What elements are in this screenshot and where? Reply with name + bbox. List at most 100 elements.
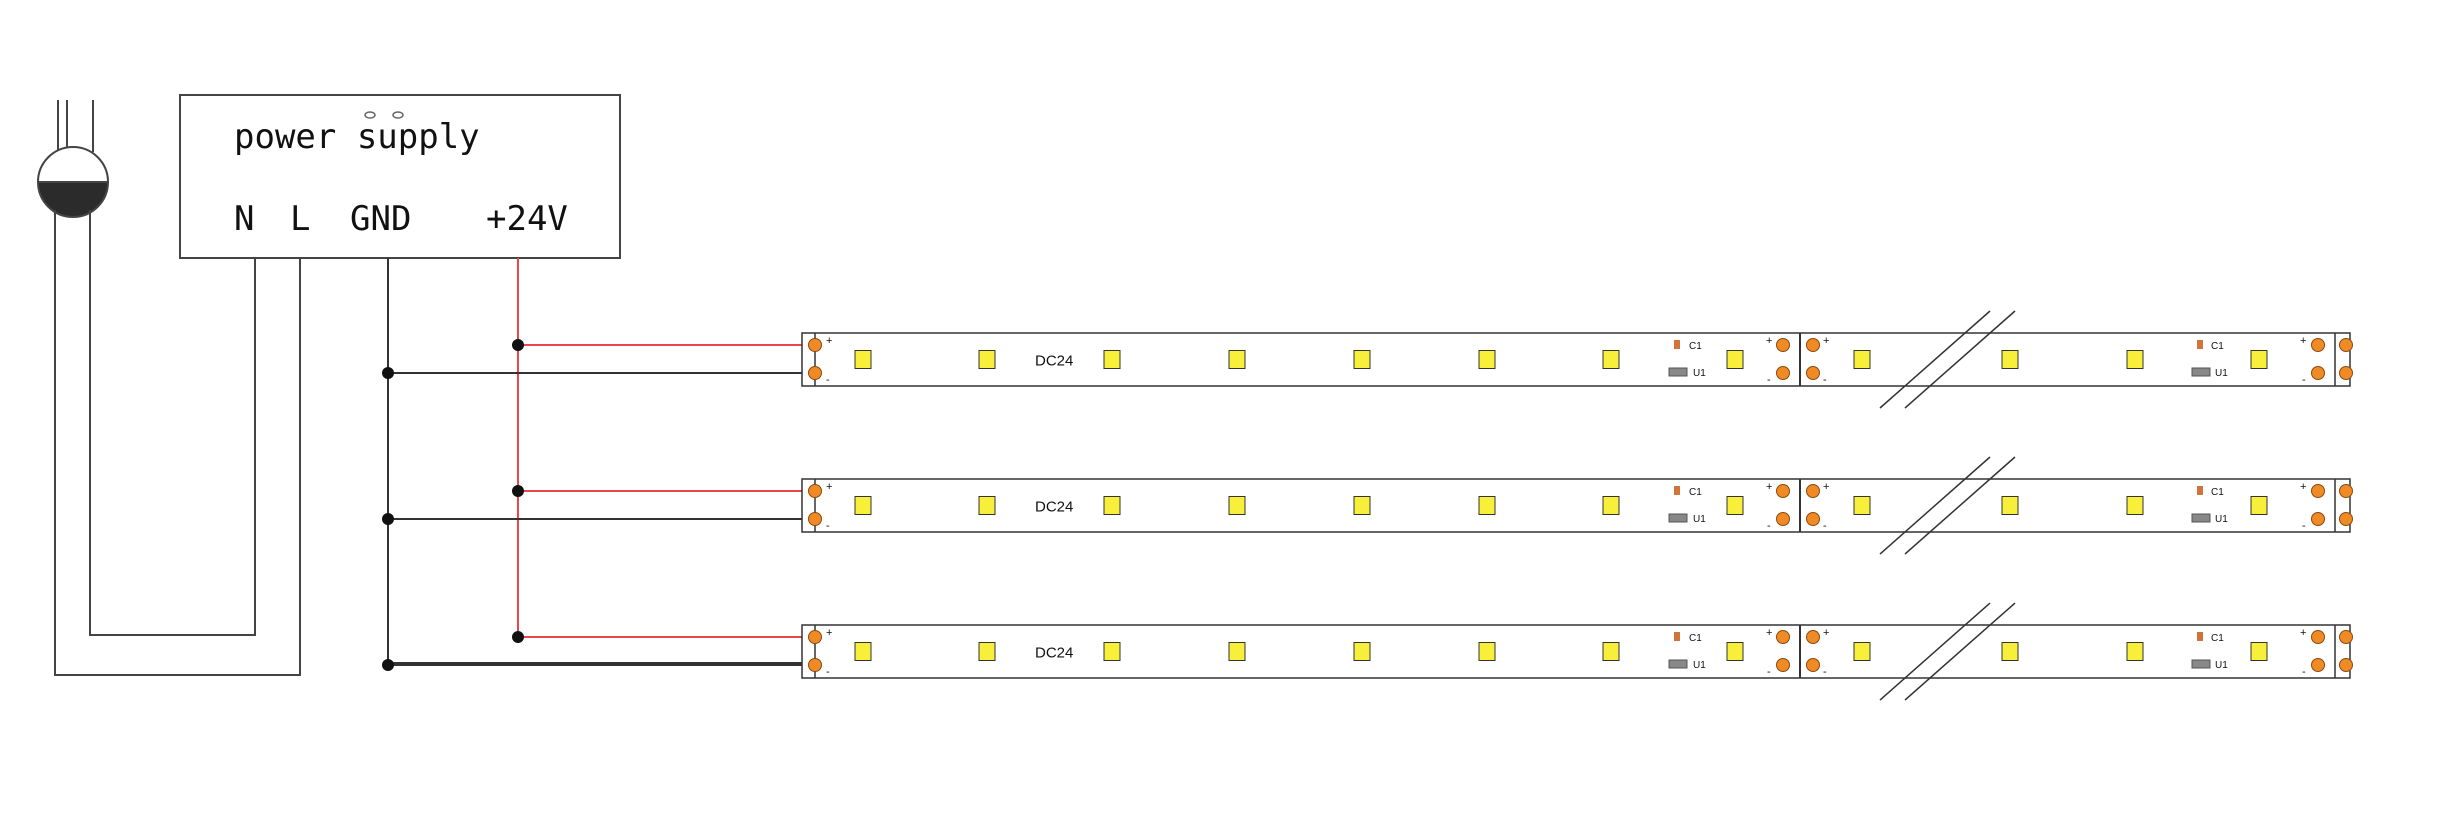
capacitor-part [1674,340,1680,349]
plus-sign: + [826,335,832,347]
solder-pad [808,658,822,672]
strip-voltage-label: DC24 [1035,499,1073,516]
junction-dot [382,513,394,525]
minus-sign: - [1767,666,1771,678]
solder-pad [2311,658,2325,672]
led-chip [1103,350,1121,369]
power-supply-title: power supply [234,117,480,157]
led-chip [1103,642,1121,661]
solder-pad [1806,512,1820,526]
solder-pad [808,366,822,380]
solder-pad [2339,366,2353,380]
capacitor-label: C1 [2211,341,2224,352]
ic-label: U1 [2215,660,2228,671]
ic-part [2191,513,2211,523]
minus-sign: - [826,666,830,678]
strip-voltage-label: DC24 [1035,353,1073,370]
break-mark [1904,456,2016,555]
terminal-gnd-label: GND [350,199,411,239]
led-chip [1228,642,1246,661]
led-chip [1726,496,1744,515]
led-chip [1602,350,1620,369]
solder-pad [1776,512,1790,526]
solder-pad [1776,484,1790,498]
led-chip [854,642,872,661]
led-chip [1726,642,1744,661]
led-chip [1726,350,1744,369]
ic-part [1668,659,1688,669]
solder-pad [1776,630,1790,644]
minus-sign: - [1767,520,1771,532]
led-chip [1478,496,1496,515]
plus-sign: + [1823,481,1829,493]
capacitor-label: C1 [1689,633,1702,644]
terminal-n-label: N [234,199,254,239]
junction-dot [382,659,394,671]
capacitor-label: C1 [2211,633,2224,644]
capacitor-label: C1 [1689,341,1702,352]
capacitor-part [2197,340,2203,349]
minus-sign: - [2302,520,2306,532]
power-supply-box: power supply N L GND +24V [179,94,621,259]
minus-sign: - [1823,666,1827,678]
solder-pad [808,512,822,526]
plus-sign: + [2300,627,2306,639]
minus-sign: - [2302,374,2306,386]
led-chip [978,642,996,661]
ground-bus-wire [387,258,810,664]
minus-sign: - [826,520,830,532]
ic-label: U1 [1693,514,1706,525]
led-chip [1853,350,1871,369]
led-chip [1228,496,1246,515]
solder-pad [2311,512,2325,526]
led-chip [2250,350,2268,369]
sensor-device [36,100,110,218]
ic-label: U1 [1693,368,1706,379]
led-chip [1602,642,1620,661]
solder-pad [808,338,822,352]
ic-label: U1 [2215,514,2228,525]
terminal-v-label: +24V [486,199,568,239]
break-mark [1904,602,2016,701]
solder-pad [1776,366,1790,380]
minus-sign: - [1767,374,1771,386]
solder-pad [1776,658,1790,672]
plus-sign: + [1766,627,1772,639]
solder-pad [2311,484,2325,498]
strip-body [801,332,2351,387]
break-mark [1879,456,1991,555]
led-strips: +-DC24C1U1+-+-C1U1+-+-DC24C1U1+-+-C1U1+-… [382,310,2353,701]
led-chip [2001,496,2019,515]
solder-pad [808,630,822,644]
solder-pad [1806,658,1820,672]
solder-pad [1806,338,1820,352]
capacitor-label: C1 [1689,487,1702,498]
capacitor-label: C1 [2211,487,2224,498]
dc-wiring [387,258,810,664]
led-chip [854,350,872,369]
plus-sign: + [1823,627,1829,639]
led-chip [2001,350,2019,369]
plus-sign: + [826,481,832,493]
ic-part [2191,659,2211,669]
ic-label: U1 [2215,368,2228,379]
solder-pad [1806,630,1820,644]
led-chip [854,496,872,515]
strip-voltage-label: DC24 [1035,645,1073,662]
led-chip [2001,642,2019,661]
solder-pad [1806,484,1820,498]
led-chip [1853,496,1871,515]
ic-part [1668,367,1688,377]
minus-sign: - [826,374,830,386]
led-chip [1103,496,1121,515]
capacitor-part [1674,632,1680,641]
solder-pad [2311,366,2325,380]
capacitor-part [2197,486,2203,495]
junction-dot [512,631,524,643]
led-chip [1478,350,1496,369]
solder-pad [2339,512,2353,526]
solder-pad [2339,338,2353,352]
